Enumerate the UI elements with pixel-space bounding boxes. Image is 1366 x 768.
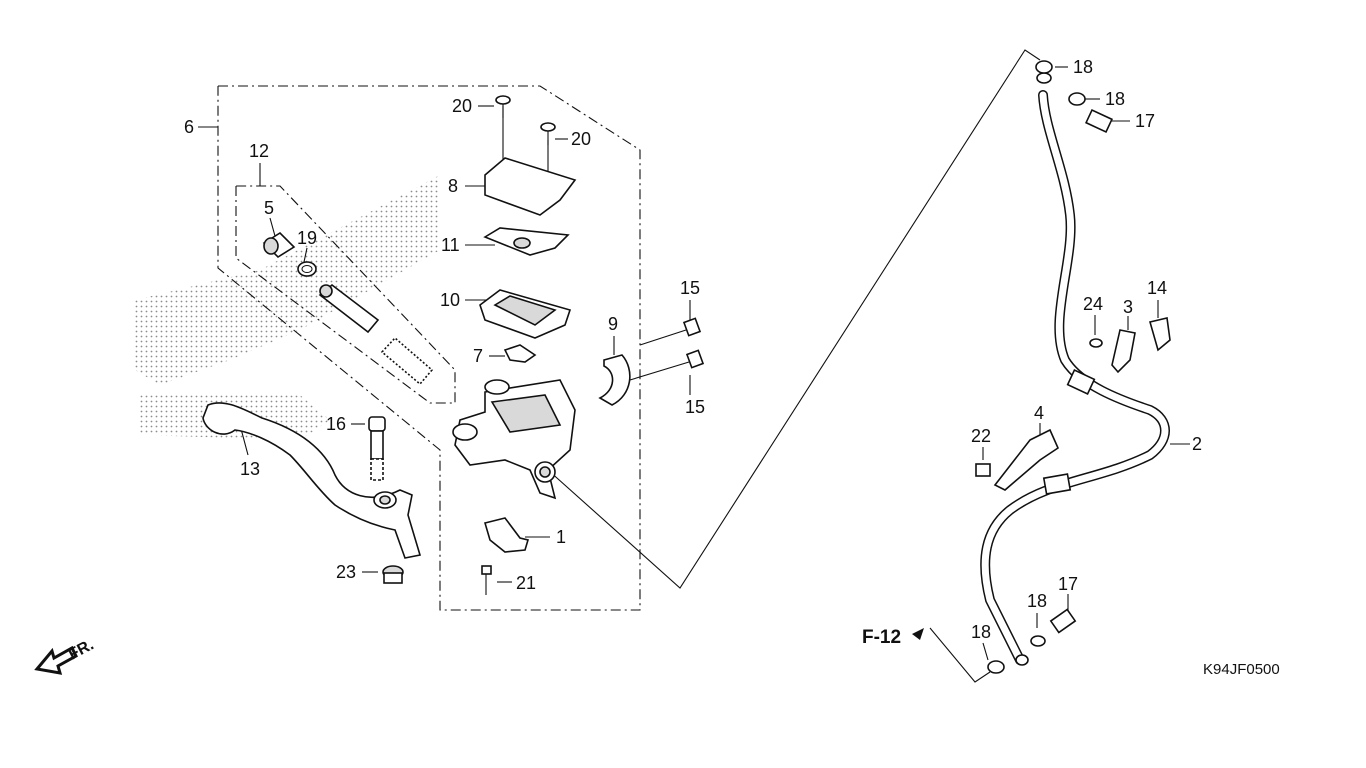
stipple-shading: [135, 175, 440, 440]
reference-arrow-icon: [912, 628, 924, 640]
clip-part: [503, 344, 537, 363]
callout-8: 8: [448, 176, 458, 196]
master-cylinder-part: [452, 379, 576, 500]
pivot-nut-part: [382, 565, 404, 584]
brake-lever-part: [202, 402, 422, 559]
piston-set-parts: [262, 231, 434, 386]
callout-6: 6: [184, 117, 194, 137]
callout-20-right: 20: [571, 129, 591, 149]
callout-18-d: 18: [971, 622, 991, 642]
callout-17-bottom: 17: [1058, 574, 1078, 594]
callout-22: 22: [971, 426, 991, 446]
brake-hose-part: [980, 72, 1170, 666]
assembly-outline: [217, 85, 641, 611]
cap-screw-parts: [495, 95, 556, 145]
reservoir-cap-parts: [479, 157, 577, 339]
callout-4: 4: [1034, 403, 1044, 423]
callout-15-top: 15: [680, 278, 700, 298]
brake-switch-part: [481, 517, 530, 595]
callout-18-c: 18: [1027, 591, 1047, 611]
drawing-code: K94JF0500: [1203, 661, 1280, 678]
callout-11: 11: [441, 235, 460, 255]
callout-18-a: 18: [1073, 57, 1093, 77]
callout-7: 7: [473, 346, 483, 366]
reference-callout: F-12: [862, 627, 924, 648]
callout-19: 19: [297, 228, 317, 248]
front-arrow-icon: [34, 645, 78, 675]
callout-20-top: 20: [452, 96, 472, 116]
reference-label: F-12: [862, 627, 901, 648]
callout-labels: 1 2 3 4 5 6 7 8 9 10 11 12 13 14 15 15 1…: [184, 57, 1202, 642]
callout-13: 13: [240, 459, 260, 479]
holder-part: [598, 317, 705, 406]
washer-bolt-parts: [987, 60, 1113, 674]
front-direction: FR.: [34, 636, 97, 675]
callout-2: 2: [1192, 434, 1202, 454]
callout-23: 23: [336, 562, 356, 582]
callout-24: 24: [1083, 294, 1103, 314]
pivot-bolt-part: [368, 416, 386, 481]
callout-17-top: 17: [1135, 111, 1155, 131]
callout-10: 10: [440, 290, 460, 310]
callout-12: 12: [249, 141, 269, 161]
callout-9: 9: [608, 314, 618, 334]
callout-15-bottom: 15: [685, 397, 705, 417]
callout-16: 16: [326, 414, 346, 434]
callout-3: 3: [1123, 297, 1133, 317]
callout-5: 5: [264, 198, 274, 218]
callout-1: 1: [556, 527, 566, 547]
callout-21: 21: [516, 573, 536, 593]
callout-18-b: 18: [1105, 89, 1125, 109]
clamp-stay-parts: [975, 317, 1171, 491]
callout-14: 14: [1147, 278, 1167, 298]
